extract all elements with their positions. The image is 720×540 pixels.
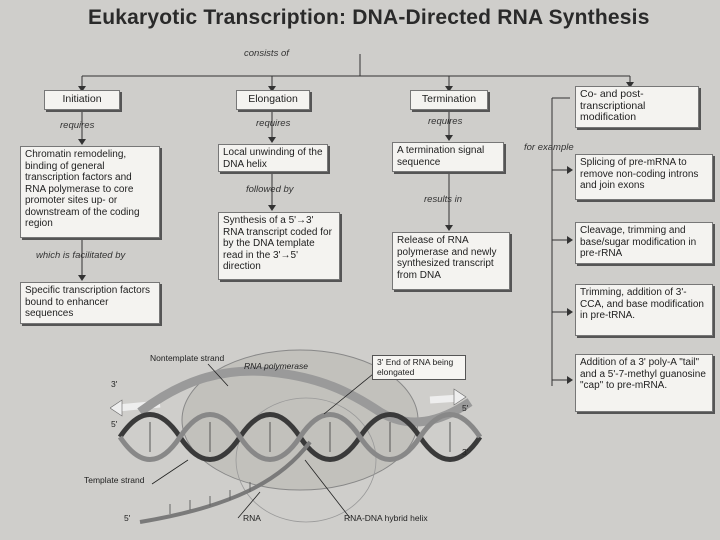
head-modification: Co- and post-transcriptional modificatio… bbox=[575, 86, 699, 128]
label-3-left: 3' bbox=[111, 379, 118, 389]
label-hybrid-helix: RNA-DNA hybrid helix bbox=[344, 513, 428, 523]
head-termination: Termination bbox=[410, 90, 488, 110]
label-followed-by: followed by bbox=[246, 184, 294, 195]
label-rna: RNA bbox=[243, 513, 261, 523]
box-trna-trimming: Trimming, addition of 3'-CCA, and base m… bbox=[575, 284, 713, 336]
page-title: Eukaryotic Transcription: DNA-Directed R… bbox=[88, 6, 650, 29]
head-elongation: Elongation bbox=[236, 90, 310, 110]
label-nontemplate-strand: Nontemplate strand bbox=[150, 353, 225, 363]
box-release: Release of RNA polymerase and newly synt… bbox=[392, 232, 510, 290]
box-local-unwinding: Local unwinding of the DNA helix bbox=[218, 144, 328, 172]
box-specific-factors: Specific transcription factors bound to … bbox=[20, 282, 160, 324]
box-rna-synthesis: Synthesis of a 5'→3' RNA transcript code… bbox=[218, 212, 340, 280]
label-3-right: 3' bbox=[462, 447, 469, 457]
label-requires-termination: requires bbox=[428, 116, 463, 127]
label-consists-of: consists of bbox=[244, 48, 289, 59]
box-termination-signal: A termination signal sequence bbox=[392, 142, 504, 172]
label-rna-polymerase: RNA polymerase bbox=[244, 361, 308, 371]
label-requires-elongation: requires bbox=[256, 118, 291, 129]
nontemplate-strand bbox=[137, 366, 473, 427]
label-facilitated-by: which is facilitated by bbox=[36, 250, 126, 261]
box-cleavage: Cleavage, trimming and base/sugar modifi… bbox=[575, 222, 713, 264]
right-arrow-icon bbox=[453, 388, 467, 406]
label-template-strand: Template strand bbox=[84, 475, 145, 485]
rna-strand bbox=[139, 440, 312, 524]
head-initiation: Initiation bbox=[44, 90, 120, 110]
label-5-right: 5' bbox=[462, 403, 469, 413]
coding-strand bbox=[117, 412, 483, 462]
box-poly-a-cap: Addition of a 3' poly-A "tail" and a 5'-… bbox=[575, 354, 713, 412]
label-results-in: results in bbox=[424, 194, 463, 205]
box-splicing: Splicing of pre-mRNA to remove non-codin… bbox=[575, 154, 713, 200]
label-for-example: for example bbox=[524, 142, 574, 153]
box-chromatin-remodeling: Chromatin remodeling, binding of general… bbox=[20, 146, 160, 238]
label-5-bottom: 5' bbox=[124, 513, 131, 523]
label-5-left: 5' bbox=[111, 419, 118, 429]
label-requires-initiation: requires bbox=[60, 120, 95, 131]
left-arrow-icon bbox=[110, 399, 123, 417]
transcription-illustration bbox=[110, 349, 483, 524]
callout-3-end: 3' End of RNA being elongated bbox=[372, 355, 466, 380]
